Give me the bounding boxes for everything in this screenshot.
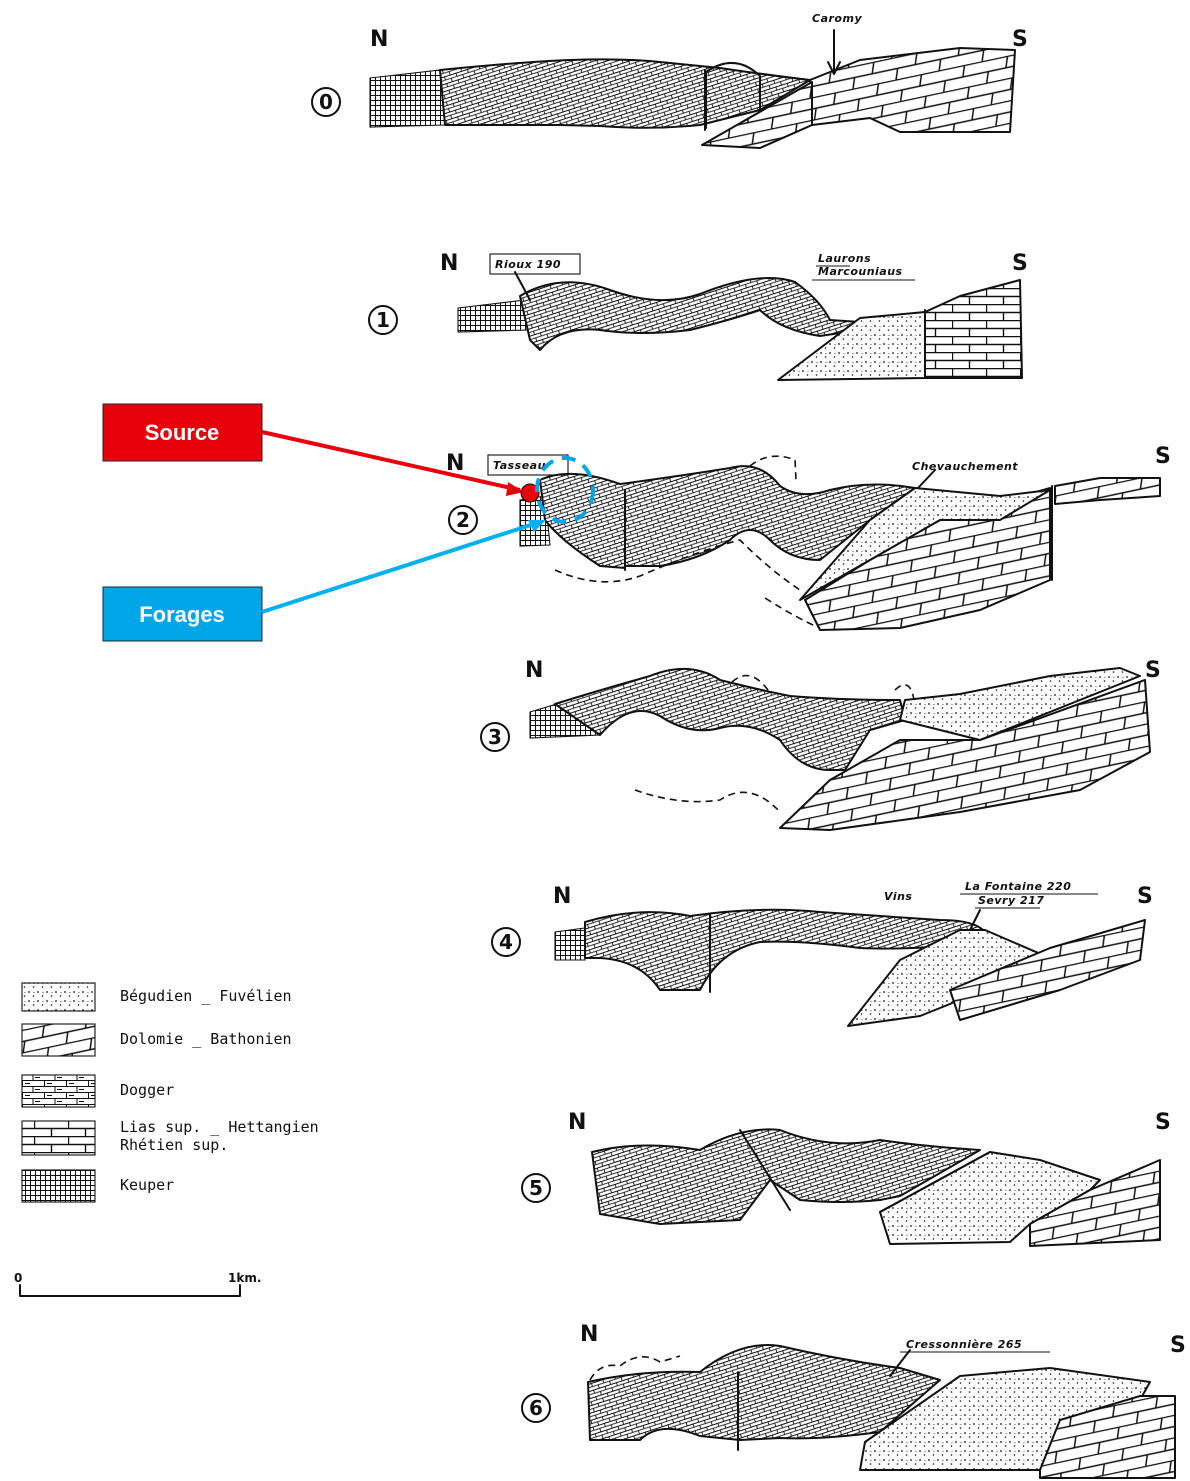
section-1: Rioux 190 Laurons Marcouniaus N S 1 [369,251,1028,380]
section-6-south: S [1170,1333,1186,1358]
section-2-south: S [1155,444,1171,469]
section-0-number: 0 [319,90,333,114]
section-4-label-vins: Vins [884,890,912,903]
section-2-number: 2 [456,508,470,532]
section-0-label-caromy: Caromy [812,12,862,25]
section-0-south: S [1012,27,1028,52]
section-0-keuper [370,70,445,127]
section-6-number: 6 [529,1396,543,1420]
section-3: N S 3 [481,658,1161,830]
section-1-keuper [458,300,530,332]
section-1-north: N [440,251,458,276]
source-label: Source [145,420,220,445]
section-6: Cressonnière 265 N S 6 [522,1322,1186,1478]
section-6-north: N [580,1322,598,1347]
legend-label-begudien: Bégudien _ Fuvélien [120,987,292,1005]
section-3-south: S [1145,658,1161,683]
section-4-label-sevry: Sevry 217 [978,894,1044,907]
source-arrow [262,432,520,490]
section-5-south: S [1155,1110,1171,1135]
section-3-number: 3 [488,725,502,749]
scale-bar: 0 1km. [14,1271,261,1296]
section-0-north: N [370,27,388,52]
legend-label-rhetien: Rhétien sup. [120,1136,228,1154]
legend-label-keuper: Keuper [120,1176,174,1194]
legend-swatch-grid [22,1170,95,1202]
legend-swatch-dolomite [22,1024,95,1056]
legend-swatch-bricks [22,1121,95,1155]
scale-bar-start: 0 [14,1271,22,1285]
forages-arrow [262,522,540,612]
section-5-number: 5 [529,1176,543,1200]
section-1-label-laurons: Laurons [818,252,871,265]
legend-item-dogger: Dogger [22,1075,174,1107]
legend-item-keuper: Keuper [22,1170,174,1202]
section-4-south: S [1137,884,1153,909]
section-2: Tasseau Chevauchement N S 2 [446,444,1171,630]
section-1-label-marcouniaus: Marcouniaus [818,265,903,278]
section-1-folded-layers [520,278,870,350]
annotation-source: Source [103,404,539,502]
legend-item-lias: Lias sup. _ Hettangien Rhétien sup. [22,1118,319,1155]
section-1-south: S [1012,251,1028,276]
section-2-upper-layer [1055,478,1160,504]
legend-swatch-dots [22,983,95,1011]
section-0-limestone [810,48,1015,132]
section-4-label-la-fontaine: La Fontaine 220 [965,880,1071,893]
scale-bar-line [20,1285,240,1296]
legend-item-begudien: Bégudien _ Fuvélien [22,983,292,1011]
legend-label-lias: Lias sup. _ Hettangien [120,1118,319,1136]
annotation-forages: Forages [103,458,593,641]
section-2-label-chevauchement: Chevauchement [912,460,1018,473]
scale-bar-end: 1km. [228,1271,261,1285]
legend-label-dogger: Dogger [120,1081,174,1099]
section-3-folded-layers [555,669,905,770]
section-5-north: N [568,1110,586,1135]
section-4-keuper [555,928,585,960]
section-0-arrow [828,30,840,74]
section-1-number: 1 [376,308,390,332]
section-0: Caromy N S 0 [312,12,1028,148]
section-3-north: N [525,658,543,683]
section-4-number: 4 [499,930,513,954]
forages-label: Forages [139,602,225,627]
legend-item-dolomie: Dolomie _ Bathonien [22,1024,292,1056]
legend-label-dolomie: Dolomie _ Bathonien [120,1030,292,1048]
section-4: Vins La Fontaine 220 Sevry 217 N S 4 [492,880,1153,1026]
legend: Bégudien _ Fuvélien Dolomie _ Bathonien … [22,983,319,1202]
section-6-label-cressonniere: Cressonnière 265 [906,1338,1022,1351]
section-1-label-rioux: Rioux 190 [495,258,561,271]
section-4-north: N [553,884,571,909]
section-5: N S 5 [522,1110,1171,1246]
legend-swatch-dogger [22,1075,95,1107]
section-2-label-tasseau: Tasseau [493,459,546,472]
